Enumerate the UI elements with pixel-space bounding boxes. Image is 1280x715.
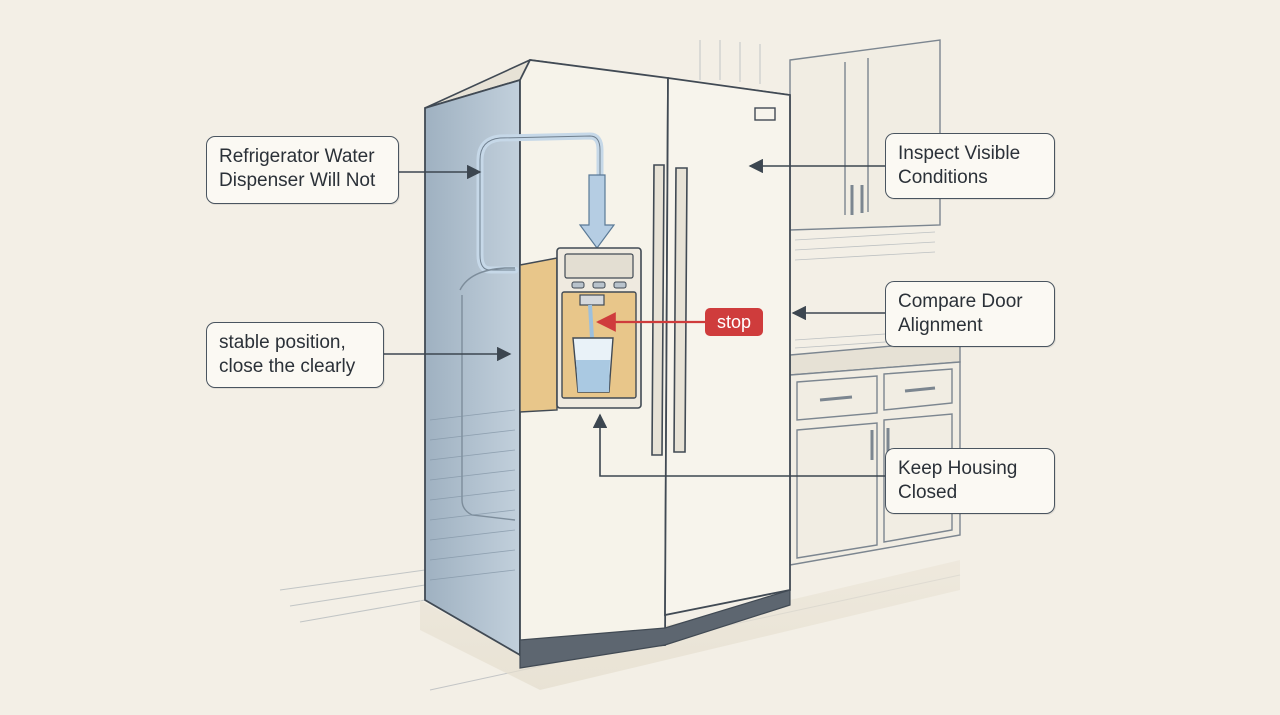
stable-position-callout: stable position, close the clearly [206, 322, 384, 388]
stable-position-line2: close the clearly [219, 356, 356, 377]
keep-housing-callout: Keep Housing Closed [885, 448, 1055, 514]
water-stream [588, 304, 594, 339]
dispenser-buttons [571, 281, 627, 289]
compare-door-callout: Compare Door Alignment [885, 281, 1055, 347]
inspect-visible-line2: Conditions [898, 167, 988, 188]
water-glass-icon [572, 337, 614, 393]
stable-position-line1: stable position, [219, 332, 346, 353]
dispenser-nozzle [579, 294, 605, 306]
side-water-line [459, 267, 515, 291]
dispenser-orange-recess [519, 257, 558, 413]
door-handle-icon [651, 164, 665, 456]
inspect-visible-line1: Inspect Visible [898, 143, 1021, 164]
compare-door-line2: Alignment [898, 315, 983, 336]
refrigerator-illustration [424, 59, 791, 669]
display-panel [754, 107, 776, 121]
stop-tag: stop [705, 308, 763, 336]
fridge-side-panel [424, 78, 521, 657]
keep-housing-line1: Keep Housing [898, 458, 1018, 479]
water-flow-arrow-icon [578, 174, 616, 250]
keep-housing-connector [592, 413, 885, 477]
keep-housing-line2: Closed [898, 482, 958, 503]
dispenser-controls [564, 253, 634, 279]
refrigerator-water-line1: Refrigerator Water [219, 146, 375, 167]
refrigerator-water-callout: Refrigerator Water Dispenser Will Not [206, 136, 399, 204]
inspect-visible-callout: Inspect Visible Conditions [885, 133, 1055, 199]
refrigerator-water-line2: Dispenser Will Not [219, 170, 376, 191]
compare-door-line1: Compare Door [898, 291, 1023, 312]
fridge-base [519, 589, 791, 669]
side-hatching [429, 409, 516, 581]
right-door-handle [673, 167, 688, 453]
